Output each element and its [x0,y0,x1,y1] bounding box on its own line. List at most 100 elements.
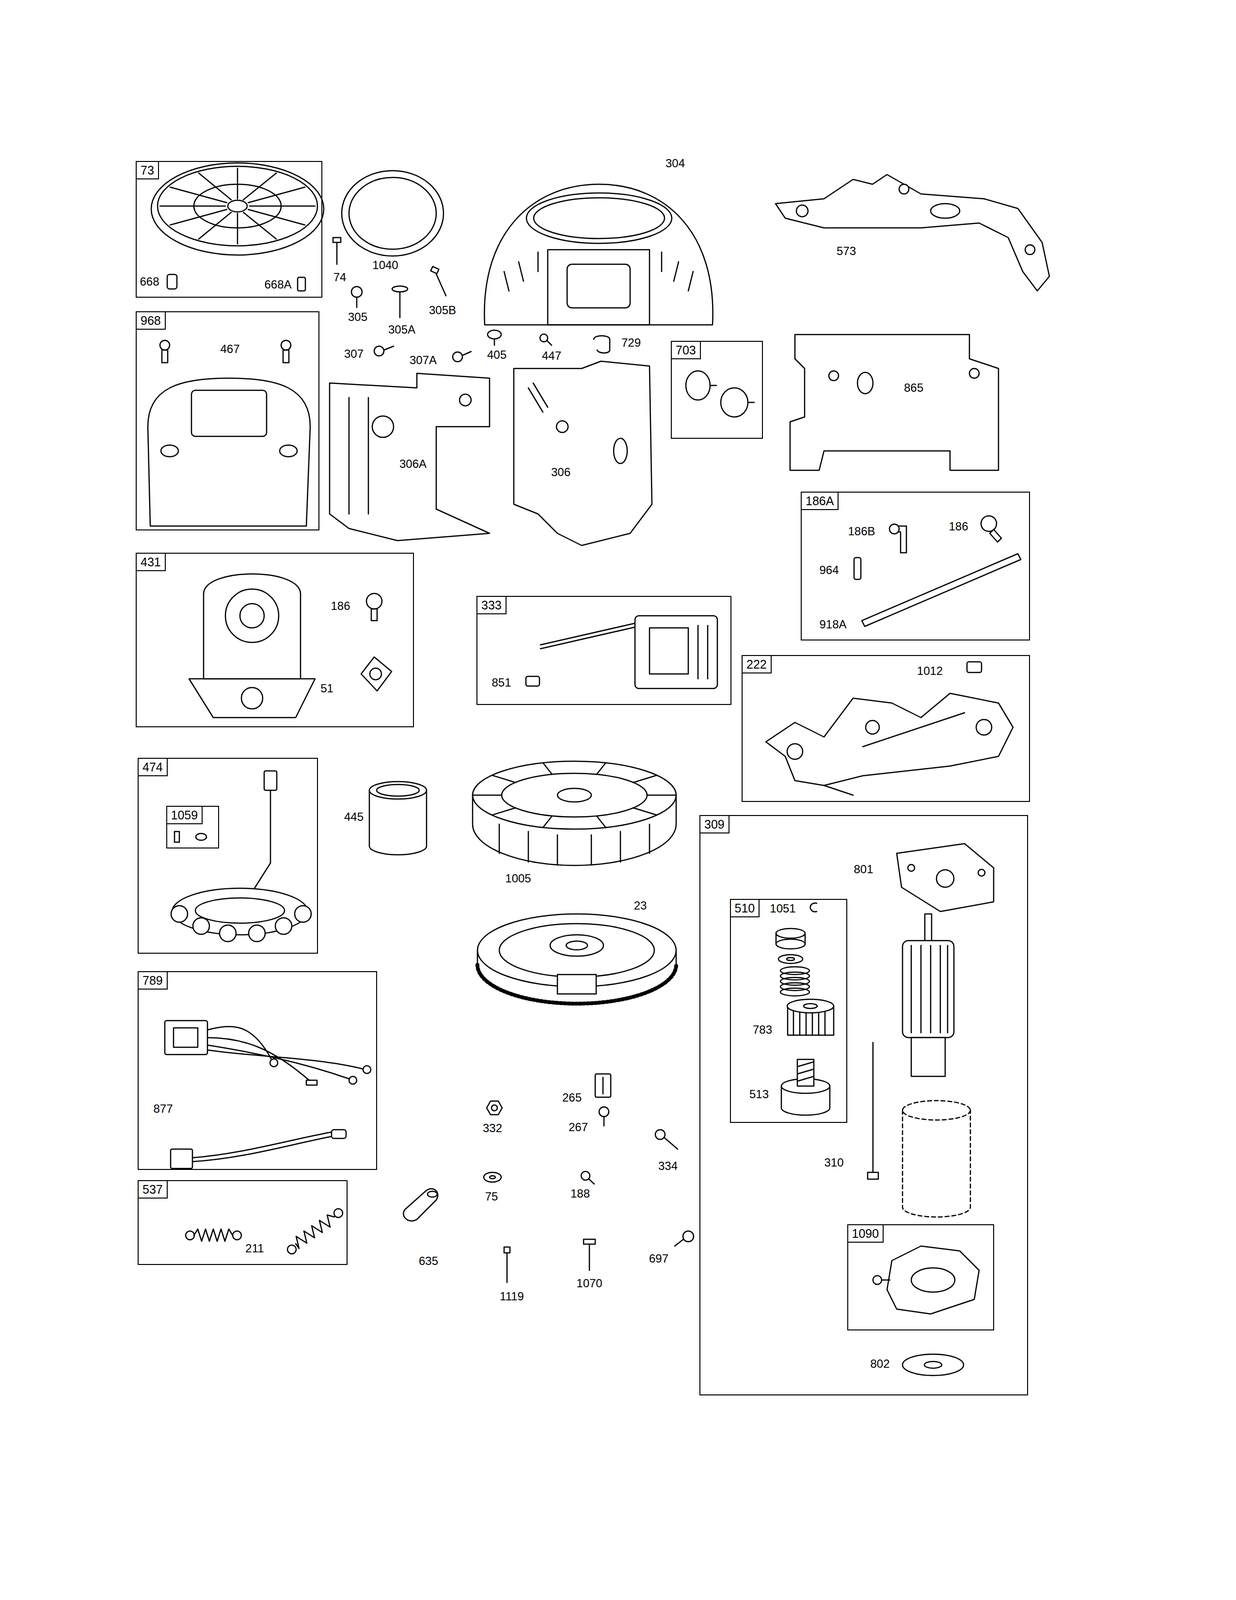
group-number: 1090 [848,1224,885,1243]
armature-windings [911,945,948,1033]
clip-drawing [685,370,755,417]
parts-group-box: 2221012 [741,654,1030,802]
baffle-drawing [513,361,652,546]
screw-head [430,266,440,274]
stator-ring [172,887,308,935]
fitting-part [161,349,168,363]
flywheel-bore [566,940,588,950]
screw-shank [603,1116,605,1126]
parts-group-box: 1059 474 [137,757,318,954]
bracket-drawing [775,174,1050,291]
callout-number: 1070 [575,1276,603,1290]
callout-number: 783 [751,1023,774,1036]
shroud-opening [533,197,665,239]
parts-group-box: 73668668A [135,160,323,298]
callout-number: 697 [648,1251,670,1265]
stator-pole [275,917,292,935]
stator-pole [171,905,188,922]
screw-head [682,1230,694,1242]
parts-group-box: 43118651 [135,552,414,728]
group-number: 1059 [167,806,204,824]
housing-cover [239,603,265,628]
callout-number: 635 [417,1254,440,1268]
harness-plug [331,1129,347,1139]
grille-rim [151,162,324,255]
wire-terminal [348,1076,357,1084]
clip-loop [720,387,748,417]
callout-number: 334 [657,1159,679,1173]
flywheel-ring [499,923,655,977]
drive-helix [797,1059,814,1086]
bracket-plate [775,174,1050,291]
group-number: 968 [136,312,166,330]
screw-head [452,351,463,362]
group-number: 789 [138,971,168,990]
callout-number: 305B [427,303,458,317]
group-number: 73 [136,161,159,180]
callout-number: 307A [408,353,438,367]
cover-body [147,378,311,526]
group-number: 510 [730,899,761,918]
housing-drawing [189,573,392,718]
parts-group-box: 1090 [847,1223,995,1331]
callout-number: 1040 [371,258,399,272]
starter-housing [902,1100,971,1120]
screw-shank [588,1178,595,1184]
group-number: 474 [138,758,168,777]
fitting-drawing [854,515,1021,627]
retainer-ring [810,903,817,912]
callout-number: 445 [343,810,365,824]
grille-drawing [151,162,324,291]
gear-bore [803,1003,818,1009]
bracket-hole [907,864,915,872]
tube-piece [854,557,861,580]
harness-wires [206,1026,364,1081]
callout-number: 186B [846,524,876,538]
governor-bracket [765,693,1014,786]
boot-part [403,1188,438,1221]
callout-number: 74 [332,270,348,284]
drive-drawing [776,903,834,1116]
clip-part [595,1073,611,1097]
group-number: 222 [742,655,772,674]
shroud-drawing [484,184,713,325]
spring-hook [232,1230,242,1240]
screw-shank [336,242,338,265]
bolt-head [867,1172,879,1179]
harness-connector [173,1027,198,1047]
screw-part [297,277,306,291]
screw-head [599,1106,609,1117]
filter-top [376,784,420,796]
clip-tab [710,384,717,387]
spring-hook [185,1230,195,1240]
callout-number: 918A [818,617,848,631]
bracket-hole [1025,244,1035,255]
screw-shank [674,1238,684,1246]
harness-plug [170,1148,193,1169]
stator-ring [195,897,285,923]
clip-slot [602,1077,604,1094]
fitting-part [281,340,291,350]
callout-number: 304 [664,157,686,170]
callout-number: 211 [244,1241,265,1254]
spring-hook [287,1244,297,1254]
plate-drawing [790,334,999,471]
armature-shaft [924,913,932,943]
group-number: 186A [801,492,839,510]
baffle-hole [372,415,394,438]
stator-wire [252,790,271,892]
harness-connector [164,1020,208,1055]
brush-terminal [872,1275,882,1284]
parts-group-box: 537 211 [137,1179,348,1265]
clip-part [525,676,540,686]
cover-window [191,390,267,437]
callout-number: 668 [138,274,160,288]
ring-outer [341,170,444,256]
callout-number: 332 [481,1121,504,1135]
washer-part [195,833,207,840]
flywheel-drawing [477,913,677,1004]
group-number: 537 [138,1180,168,1199]
pin-part [167,274,177,289]
end-cap-bore [924,1361,942,1368]
bracket-hole [796,205,809,217]
